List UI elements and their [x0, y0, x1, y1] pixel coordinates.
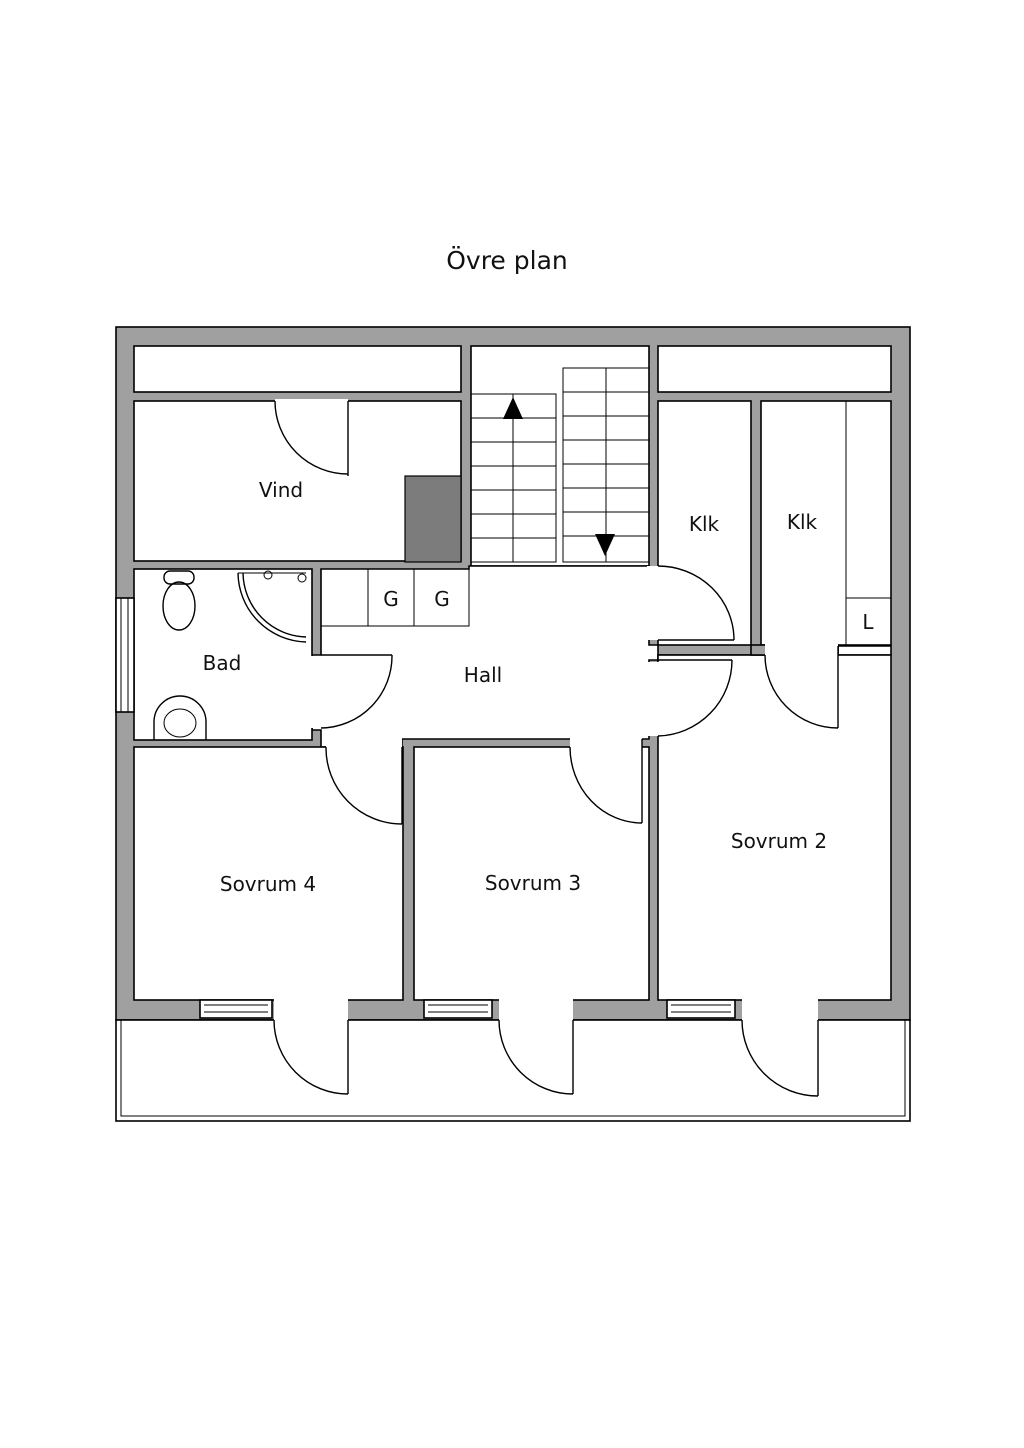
room-sovrum-2 — [657, 654, 892, 1001]
door-sovrum-3 — [569, 737, 643, 824]
label-wardrobe-2: G — [434, 587, 450, 611]
attic-strip-left — [133, 345, 462, 393]
label-bad: Bad — [203, 651, 242, 675]
door-klk-1 — [647, 565, 735, 641]
label-hall: Hall — [464, 663, 502, 687]
balcony — [115, 1019, 911, 1122]
balcony-door-sovrum-4 — [273, 999, 349, 1095]
stair-right-flight — [562, 367, 650, 563]
label-sovrum-3: Sovrum 3 — [485, 871, 581, 895]
room-klk-1 — [657, 400, 752, 646]
room-sovrum-4 — [133, 746, 404, 1001]
chimney-block — [404, 475, 462, 563]
label-klk-1: Klk — [689, 512, 720, 536]
label-klk-2: Klk — [787, 510, 818, 534]
sink-icon — [153, 695, 207, 740]
shower-icon — [237, 570, 307, 643]
room-sovrum-3 — [413, 746, 650, 1001]
label-sovrum-2: Sovrum 2 — [731, 829, 827, 853]
stair-down-arrow-icon — [595, 534, 615, 556]
label-wardrobe-1: G — [383, 587, 399, 611]
label-vind: Vind — [259, 478, 303, 502]
balcony-door-sovrum-3 — [498, 999, 574, 1095]
stairwell — [470, 345, 650, 567]
window-sovrum-4 — [199, 999, 273, 1019]
room-klk-2 — [760, 400, 892, 646]
label-sovrum-4: Sovrum 4 — [220, 872, 316, 896]
stair-up-arrow-icon — [503, 397, 523, 419]
stair-left-flight — [470, 393, 557, 563]
window-sovrum-2 — [666, 999, 736, 1019]
label-linen-closet: L — [862, 610, 874, 634]
attic-strip-right — [657, 345, 892, 393]
page-title: Övre plan — [446, 246, 568, 275]
wardrobe-row — [320, 568, 470, 627]
linen-closet — [845, 597, 892, 646]
door-sovrum-4 — [325, 737, 403, 825]
balcony-door-sovrum-2 — [741, 999, 819, 1097]
window-sovrum-3 — [423, 999, 493, 1019]
toilet-icon — [162, 570, 196, 631]
door-bad — [310, 654, 393, 729]
door-klk-2 — [764, 643, 839, 729]
door-sovrum-2 — [647, 659, 733, 737]
bad-window — [115, 597, 135, 713]
